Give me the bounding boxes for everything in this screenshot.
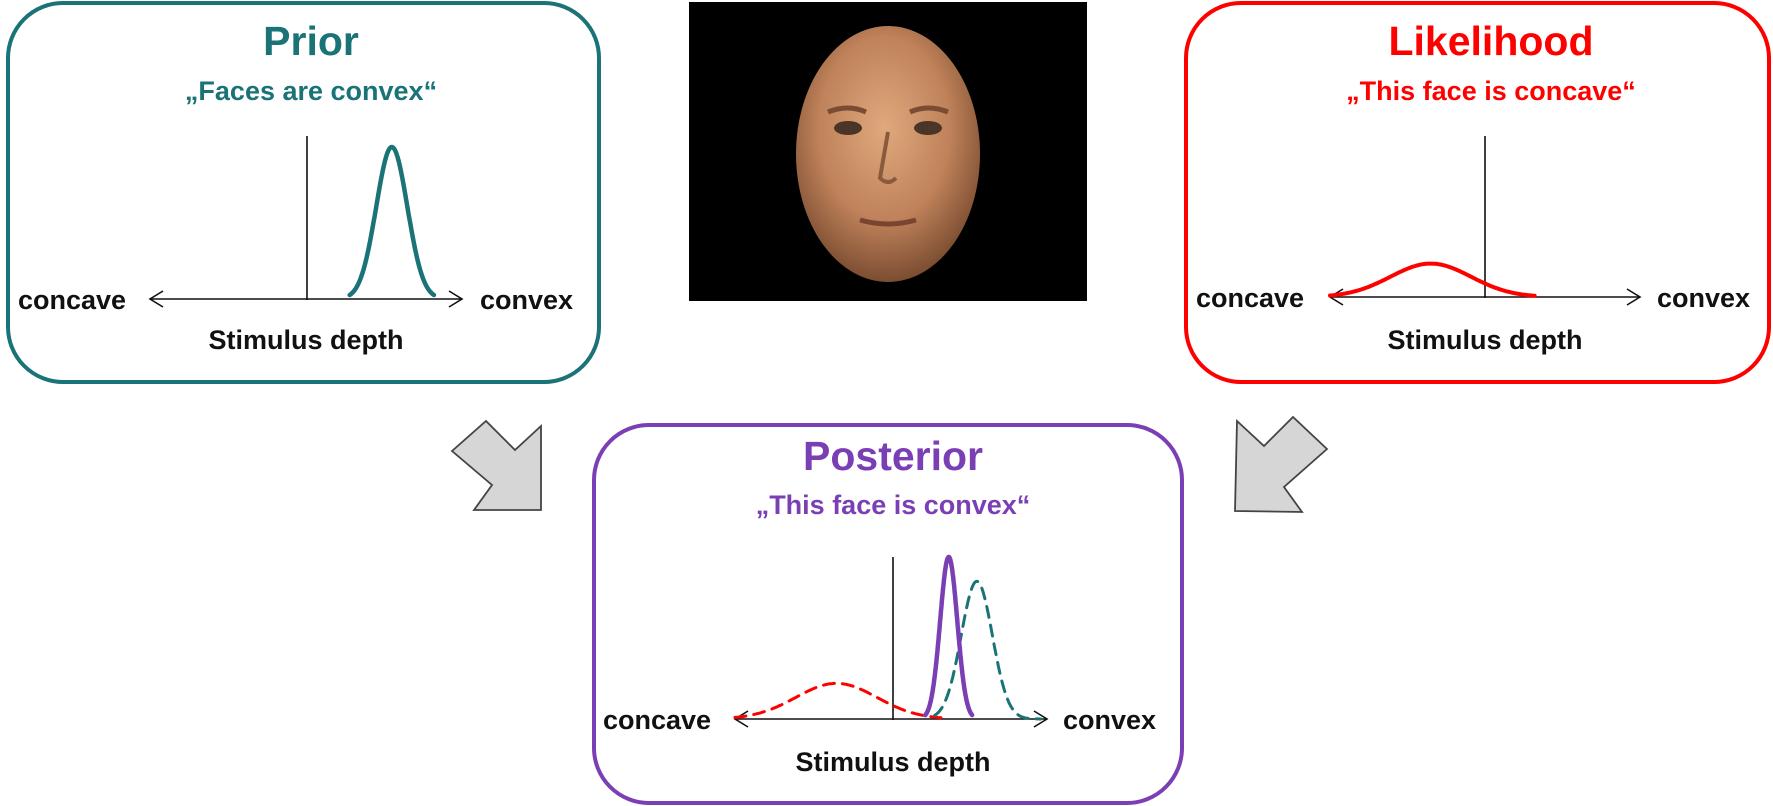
likelihood-axis-right-arrow [1626,288,1642,306]
prior-box [6,1,601,384]
face-right-brow [908,105,949,115]
likelihood-convex-label: convex [1657,283,1750,313]
prior-panel: Prior „Faces are convex“ concave convex … [6,1,601,384]
likelihood-concave-label: concave [1196,283,1304,313]
prior-title: Prior [263,18,359,64]
prior-distribution-curve [347,144,437,298]
face-left-eye [834,121,862,135]
arrow-prior-to-posterior [450,419,542,511]
posterior-subtitle: „This face is convex“ [756,490,1031,520]
prior-axis-label: Stimulus depth [209,325,404,355]
posterior-axis-right-arrow [1033,710,1049,728]
posterior-distribution-curve [923,554,975,718]
posterior-title: Posterior [803,433,983,479]
prior-axis-right-arrow [448,290,464,308]
face-mouth [859,217,917,227]
posterior-prior-dashed-curve [933,579,1043,721]
posterior-axis-label: Stimulus depth [796,747,991,777]
posterior-box [592,423,1184,805]
prior-convex-label: convex [480,285,573,315]
likelihood-panel: Likelihood „This face is concave“ concav… [1184,1,1771,384]
likelihood-axis-label: Stimulus depth [1388,325,1583,355]
face-nose [877,131,898,184]
posterior-concave-label: concave [603,705,711,735]
likelihood-title: Likelihood [1389,18,1594,64]
face-image [689,2,1087,301]
posterior-convex-label: convex [1063,705,1156,735]
likelihood-box [1184,1,1771,384]
face-shape [796,26,980,282]
prior-subtitle: „Faces are convex“ [185,76,437,106]
face-left-brow [827,105,868,115]
posterior-panel: Posterior „This face is convex“ concave … [592,423,1184,805]
likelihood-subtitle: „This face is concave“ [1346,76,1636,106]
arrow-likelihood-to-posterior [1234,415,1329,513]
prior-concave-label: concave [18,285,126,315]
posterior-axis-left-arrow [733,710,749,728]
likelihood-distribution-curve [1328,261,1537,298]
face-right-eye [914,121,942,135]
prior-axis-left-arrow [148,290,164,308]
